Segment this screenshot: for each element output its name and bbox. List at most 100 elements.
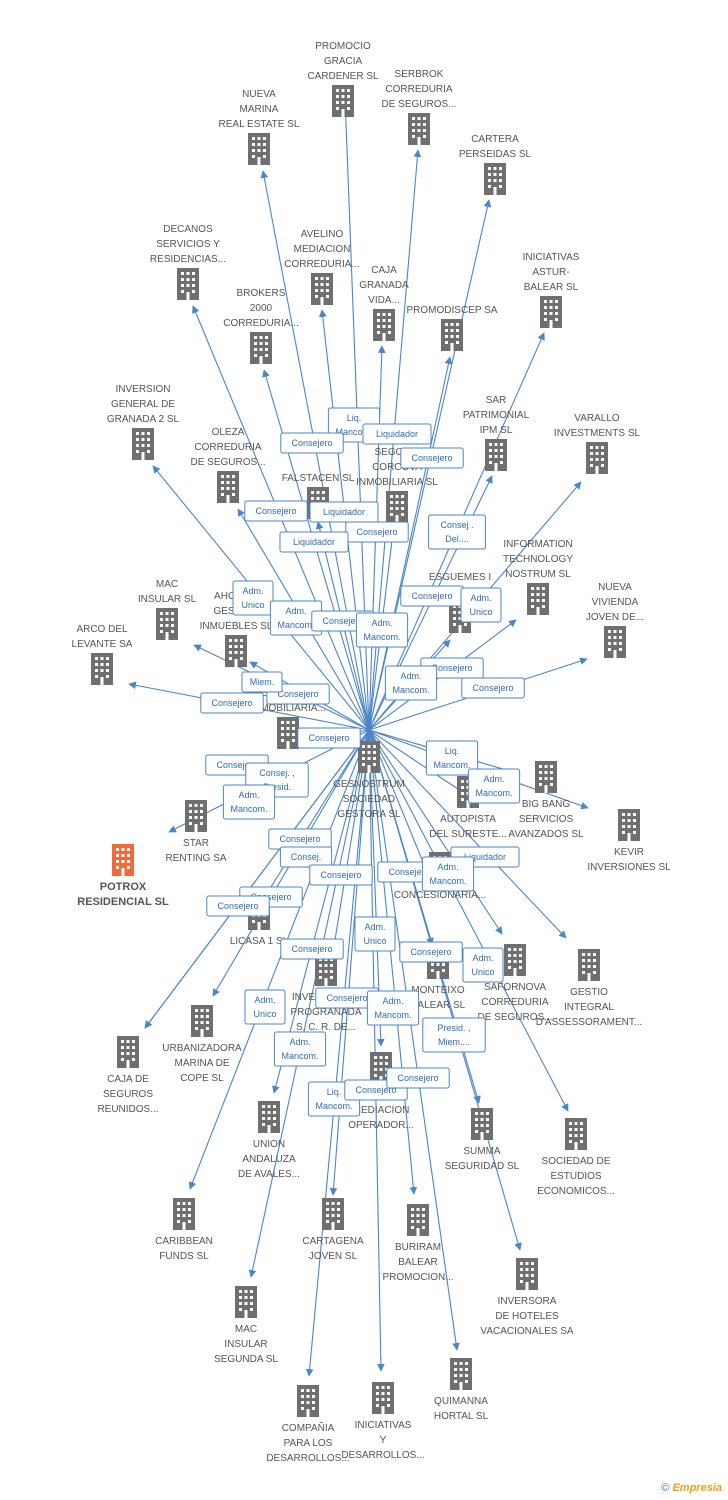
edge-role-text: Consejero [397, 1073, 438, 1083]
edge-role-label[interactable]: Consejero [280, 432, 344, 454]
edge-role-label[interactable]: Consejero [386, 1067, 450, 1089]
edge-role-text: Miem. [250, 677, 275, 687]
edge-role-label[interactable]: Liq.Mancom. [425, 740, 479, 776]
edge-role-label[interactable]: Consejero [200, 692, 264, 714]
edge-role-label[interactable]: Consejero [268, 828, 332, 850]
company-node-n40[interactable]: SOCIEDAD DEESTUDIOSECONOMICOS... [537, 1118, 615, 1197]
company-node-n30[interactable]: LICASA 1 SL [230, 898, 289, 947]
edge-role-label[interactable]: Consejero [206, 895, 270, 917]
edge-role-text: Consejero [410, 947, 451, 957]
node-label-line: INVERSION [115, 384, 170, 395]
edge-role-label[interactable]: Consejero [309, 864, 373, 886]
company-node-n43[interactable]: BURIRAMBALEARPROMOCION... [382, 1204, 454, 1283]
company-node-n10[interactable]: PROMODISCEP SA [407, 305, 498, 351]
node-label-line: SAR [486, 395, 507, 406]
company-node-n48[interactable]: INICIATIVASYDESARROLLOS... [341, 1382, 425, 1461]
node-label-line: ARCO DEL [76, 624, 128, 635]
company-node-n36[interactable]: CAJA DESEGUROSREUNIDOS... [97, 1036, 159, 1115]
edge-role-label[interactable]: Consejero [399, 941, 463, 963]
edge-role-text: Consejero [320, 870, 361, 880]
edge-role-label[interactable]: Liquidador [279, 531, 349, 553]
edge-role-label[interactable]: Adm.Mancom. [467, 768, 521, 804]
edge-role-label[interactable]: Adm.Unico [244, 989, 286, 1025]
company-node-n29[interactable]: CONCESIONARIA... [394, 852, 486, 901]
edge-role-text: Consejero [411, 453, 452, 463]
edge-role-label[interactable]: Consej .Del.... [428, 514, 486, 550]
building-icon [112, 844, 134, 876]
node-label-line: SERVICIOS [519, 814, 574, 825]
company-node-n32[interactable]: GESTIOINTEGRALD'ASSESSORAMENT... [536, 949, 642, 1028]
edge-role-label[interactable]: Consejero [345, 521, 409, 543]
edge-role-label[interactable]: Liquidador [362, 423, 432, 445]
edge-role-label[interactable]: Adm.Mancom. [222, 784, 276, 820]
company-node-n6[interactable]: AVELINOMEDIACIONCORREDURIA... [284, 229, 360, 305]
edge-role-label[interactable]: Adm.Unico [354, 916, 396, 952]
edge-role-label[interactable]: Adm.Mancom. [366, 990, 420, 1026]
edge-role-label[interactable]: Consejero [461, 677, 525, 699]
edge-role-label[interactable]: Adm.Mancom. [421, 856, 475, 892]
edge-role-label[interactable]: Adm.Mancom. [273, 1031, 327, 1067]
footer-brand[interactable]: © Empresia [661, 1482, 722, 1494]
edge-role-text: Miem.... [438, 1037, 470, 1047]
edge-role-label[interactable]: Miem. [241, 671, 283, 693]
edge-role-label[interactable]: Adm.Unico [232, 580, 274, 616]
edge-role-text: Consejero [411, 591, 452, 601]
edge-n31 [368, 729, 503, 935]
node-label-line: AUTOPISTA [440, 814, 496, 825]
node-label-line: REAL ESTATE SL [219, 119, 300, 130]
node-label-line: BALEAR SL [411, 1000, 466, 1011]
edge-role-label[interactable]: Consej. [279, 846, 333, 868]
edge-role-label[interactable]: Adm.Unico [460, 587, 502, 623]
building-icon [586, 442, 608, 474]
edge-role-label[interactable]: Consejero [244, 500, 308, 522]
edge-role-label[interactable]: Consejero [280, 938, 344, 960]
node-label-line: DESARROLLOS... [266, 1453, 349, 1464]
edge-role-label[interactable]: Consejero [400, 447, 464, 469]
company-node-n9[interactable]: BROKERS2000CORREDURIA... [223, 288, 299, 364]
edge-role-label[interactable]: Adm.Mancom. [384, 665, 438, 701]
edge-role-label[interactable]: Consejero [400, 585, 464, 607]
edge-role-label[interactable]: Liquidador [309, 501, 379, 523]
node-label-line: DE AVALES... [238, 1169, 300, 1180]
company-node-n7[interactable]: CAJAGRANADAVIDA... [359, 265, 409, 341]
node-label-line: DE SEGUROS... [190, 457, 265, 468]
edge-role-label[interactable]: Adm.Unico [462, 947, 504, 983]
company-node-n16[interactable]: FALSTACEN SL [282, 473, 355, 519]
edge-role-label[interactable]: Consejero [297, 727, 361, 749]
building-icon [386, 491, 408, 523]
edge-role-label[interactable]: Adm.Mancom. [355, 612, 409, 648]
edge-role-label[interactable]: Presid. ,Miem.... [422, 1017, 486, 1053]
